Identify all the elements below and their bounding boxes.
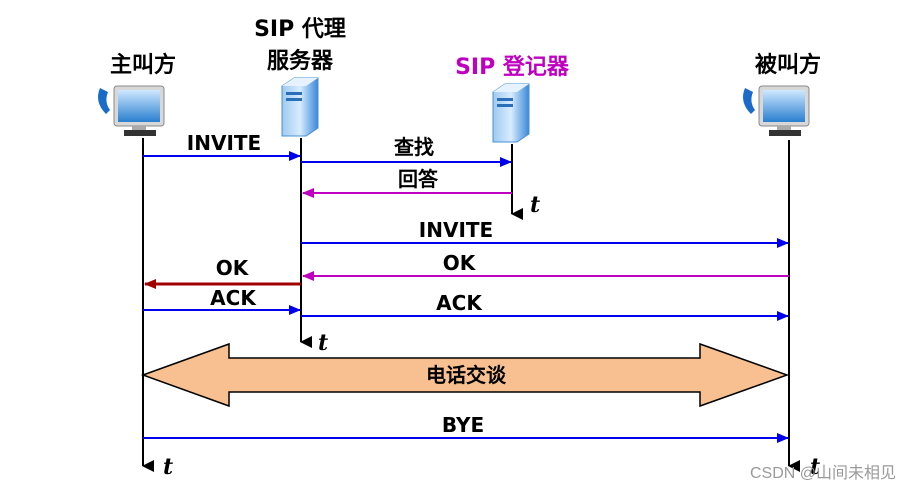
telephone-computer-icon	[98, 85, 165, 136]
telephone-computer-icon	[743, 85, 810, 136]
conversation-label: 电话交谈	[426, 363, 507, 387]
ack-label-2: ACK	[436, 291, 483, 315]
ok-label-proxy: OK	[216, 256, 250, 280]
caller-time-label: t	[163, 454, 173, 480]
watermark: CSDN @山间未相见	[750, 464, 896, 482]
ok-label-callee: OK	[443, 251, 477, 275]
ack-label-1: ACK	[210, 286, 257, 310]
reply-label: 回答	[398, 167, 439, 191]
proxy-label-line1: SIP 代理	[254, 17, 346, 42]
invite-label-2: INVITE	[419, 218, 493, 242]
proxy-label-line2: 服务器	[267, 49, 334, 74]
registrar-time-label: t	[530, 192, 540, 218]
invite-label-1: INVITE	[187, 131, 261, 155]
bye-label: BYE	[442, 413, 484, 437]
proxy-time-label: t	[318, 330, 328, 356]
server-icon	[492, 83, 530, 143]
callee-label: 被叫方	[755, 52, 821, 78]
conversation-double-arrow	[140, 342, 790, 408]
server-icon	[281, 77, 319, 137]
registrar-label: SIP 登记器	[455, 55, 570, 80]
callee-time-label: t	[810, 454, 820, 480]
lookup-label: 查找	[394, 135, 434, 159]
caller-label: 主叫方	[110, 52, 176, 78]
